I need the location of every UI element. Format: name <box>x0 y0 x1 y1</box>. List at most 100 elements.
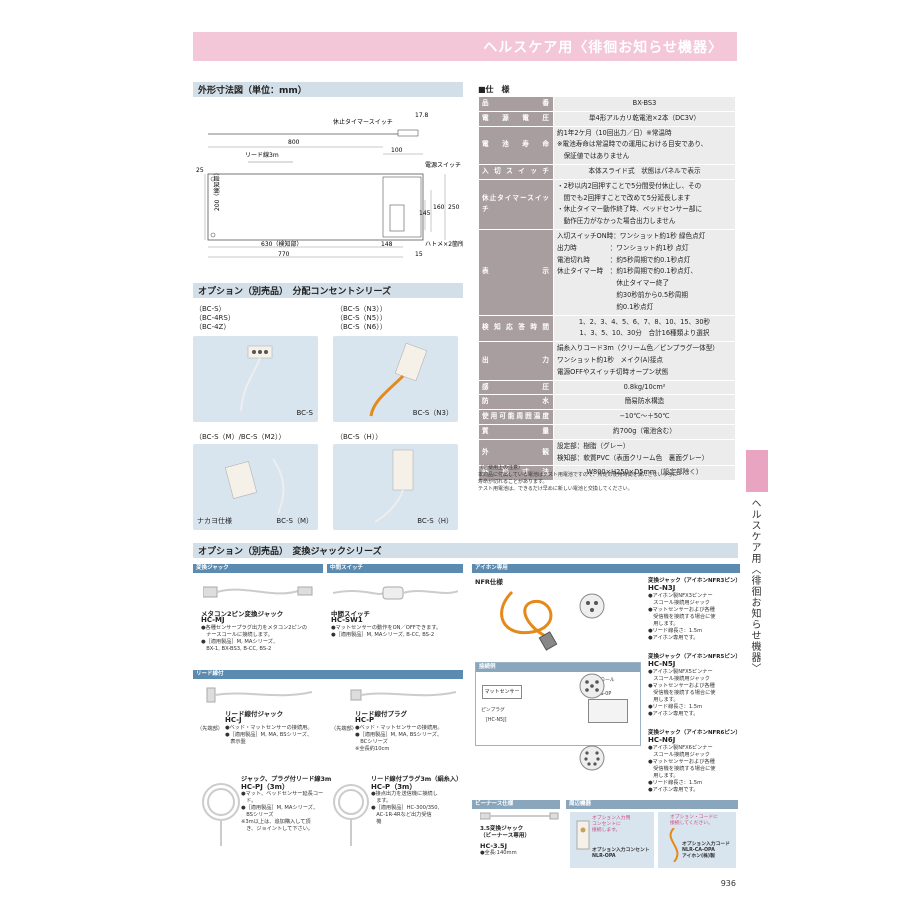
bc-s-tag: BC-S <box>296 409 313 417</box>
nfr-label: NFR仕様 <box>475 578 503 586</box>
p-code: HC-P <box>355 716 375 724</box>
dim-145: 145 <box>419 210 431 217</box>
drawing-section-title: 外形寸法図（単位：mm） <box>193 82 463 97</box>
chukan-header: 中間スイッチ <box>327 564 463 573</box>
spec-value: −10℃〜＋50℃ <box>553 409 736 425</box>
sw-name: 中間スイッチ <box>331 610 370 618</box>
vinurse-header: ビーナース仕様 <box>472 800 560 809</box>
nakayo-tag: ナカヨ仕様 <box>197 517 232 525</box>
spec-key: 入切スイッチ <box>478 163 554 180</box>
pj-desc: ●マット、ベッドセンサー延長コー ド。 ●［適用製品］M, MAシリーズ、 BS… <box>241 791 324 832</box>
opa-photo: オプション入力用 コンセントに 接続します。 オプション入力コンセント NLR-… <box>570 812 654 868</box>
connect-hcn5j: [HC-N5J] <box>486 718 507 723</box>
outlet-illustration <box>240 345 273 412</box>
vinurse-block: ビーナース仕様 3.5変換ジャック （ビーナース専用） HC-3.5J ●全長:… <box>472 800 562 870</box>
mj-code: HC-MJ <box>201 616 225 624</box>
spec-value: 入切スイッチON時：ワンショット約1秒 緑色点灯 出力時 ：ワンショット約1秒 … <box>553 228 736 316</box>
spec-key: 出力 <box>478 341 554 381</box>
dim-15: 15 <box>415 251 423 258</box>
spec-key: 品番 <box>478 96 554 112</box>
periph-block: 周辺機器 オプション入力用 コンセントに 接続します。 オプション入力コンセント… <box>566 800 740 870</box>
pj-name: ジャック、プラグ付リード線3m <box>241 776 332 783</box>
option2-section-title: オプション（別売品） 変換ジャックシリーズ <box>193 543 738 558</box>
mj-photo <box>203 586 313 598</box>
j-desc: ●ベッド・マットセンサーの接続用。 ●［適用製品］M, MA, BSシリーズ、 … <box>225 725 313 745</box>
n3-code: HC-N3J <box>648 584 676 592</box>
bc-s-m-codes: （BC-S（M）/BC-S（M2）） <box>195 433 286 441</box>
spec-key: 表示 <box>478 228 554 316</box>
spec-row: 表示入切スイッチON時：ワンショット約1秒 緑色点灯 出力時 ：ワンショット約1… <box>478 228 736 316</box>
n5-code: HC-N5J <box>648 660 676 668</box>
opa-name: オプション入力コンセント NLR-OPA <box>592 848 650 859</box>
bc-sn-codes: （BC-S（N3）） （BC-S（N5）） （BC-S（N6）） <box>336 305 387 331</box>
mat-box: マットセンサー <box>482 685 522 699</box>
spec-value: ・2秒以内2回押すことで5分間受付休止し、その 間でも2回押すことで改めて5分延… <box>553 178 736 230</box>
spec-row: 外観設定部：樹脂（グレー） 検知部：軟質PVC（表面クリーム色 裏面グレー） <box>478 438 736 467</box>
n6-desc: ●アイホン製NFX6ピンナー スコール接続用ジャック ●マットセンサーおよび各種… <box>648 745 716 793</box>
spec-note: 本商品に付属している電池はテスト用電池ですので、所定の使用時間を満たさないうちに <box>478 472 678 478</box>
dim-17-8: 17.8 <box>415 112 429 119</box>
j-photo <box>206 687 313 703</box>
spec-value: 本体スライド式 状態はパネルで表示 <box>553 163 736 180</box>
bc-s-n3-photo: BC-S（N3） <box>333 336 458 422</box>
dim-800: 800 <box>288 139 300 146</box>
spec-key: 防水 <box>478 394 554 411</box>
outlet-plate-icon <box>576 820 590 850</box>
n6-title: 変換ジャック（アイホンNFR6ピン） <box>648 730 741 736</box>
bc-s-h-tag: BC-S（H） <box>417 517 453 525</box>
spec-note: テスト用電池は、できるだけ早めに新しい電池と交換してください。 <box>478 486 633 492</box>
bc-s-n3-tag: BC-S（N3） <box>412 409 453 417</box>
lead-header: リード線付 <box>193 670 463 679</box>
pj-code: HC-PJ（3m） <box>241 783 289 791</box>
spec-row: 使用可能周囲温度−10℃〜＋50℃ <box>478 409 736 425</box>
spec-key: 質量 <box>478 423 554 440</box>
bc-s-h-photo: BC-S（H） <box>333 444 458 530</box>
j-code: HC-J <box>225 716 242 724</box>
spec-value: 絹糸入りコード3m（クリーム色／ピンプラグ一体型） ワンショット約1秒 メイク(… <box>553 341 736 381</box>
sw-code: HC-SW1 <box>331 616 363 624</box>
p3-photo <box>333 784 369 846</box>
spec-key: 検知応答時間 <box>478 314 554 343</box>
ca-name: オプション入力コード NLR-CA-OPA アイホン(株)製 <box>682 842 730 859</box>
nfr-cable-photo <box>500 590 558 651</box>
bc-s-m-photo: ナカヨ仕様 BC-S（M） <box>193 444 318 530</box>
spec-key: 休止タイマースイッチ <box>478 178 554 230</box>
ca-cord-icon <box>669 828 679 862</box>
spec-value: 簡易防水構造 <box>553 394 736 411</box>
spec-key: 使用可能周囲温度 <box>478 409 554 425</box>
henkan-block: 変換ジャック 中間スイッチ メタコン2ピン変換ジャック HC-MJ ●各種センサ… <box>193 564 463 666</box>
spec-value: W800×H250×D5mm（設定部除く） <box>553 465 736 482</box>
outlet-h-illustration <box>374 449 414 523</box>
sidebar-tab <box>746 450 768 492</box>
p-photo <box>350 689 457 701</box>
dim-lead-label: リード線3m <box>245 151 279 159</box>
sidebar-vertical-text: ヘルスケア用〈徘徊お知らせ機器〉 <box>749 498 760 674</box>
ca-note: オプション・コードに 接続してください。 <box>670 815 718 826</box>
n5-connector-icon <box>579 673 605 699</box>
spec-value: 単4形アルカリ乾電池×2本（DC3V） <box>553 110 736 127</box>
ca-photo: オプション・コードに 接続してください。 オプション入力コード NLR-CA-O… <box>658 812 736 868</box>
p-desc: ●ベッド・マットセンサーの接続用。 ●［適用製品］M, MA, BSシリーズ、 … <box>355 725 443 752</box>
p3-code: HC-P（3m） <box>371 783 417 791</box>
spec-row: 電源電圧単4形アルカリ乾電池×2本（DC3V） <box>478 110 736 127</box>
spec-value: 約1年2ケ月（10回出力／日）※常温時 ※電池寿命は常温時での運用における目安で… <box>553 125 736 165</box>
option2-title: オプション（別売品） 変換ジャックシリーズ <box>198 547 382 557</box>
dim-hatome: ハトメ×2箇所 <box>425 240 463 248</box>
spec-key: 電源電圧 <box>478 110 554 127</box>
spec-value: 設定部：樹脂（グレー） 検知部：軟質PVC（表面クリーム色 裏面グレー） <box>553 438 736 467</box>
p3-name: リード線付プラグ3m（絹糸入） <box>371 776 463 783</box>
dim-160: 160 <box>433 204 445 211</box>
dim-power-label: 電源スイッチ <box>425 161 461 169</box>
spec-notes: （ご使用上の注意） 本商品に付属している電池はテスト用電池ですので、所定の使用時… <box>478 465 743 493</box>
n3-connector-icon <box>579 593 605 619</box>
dim-630: 630（検知部） <box>261 240 302 248</box>
periph-header: 周辺機器 <box>566 800 738 809</box>
p3-desc: ●接点出力を送信機に接続し ます。 ●［適用製品］HC-300/350, AC-… <box>371 791 440 825</box>
spec-value: 1、2、3、4、5、6、7、8、10、15、30秒 1、3、5、10、30分 合… <box>553 314 736 343</box>
outlet-m-illustration <box>224 458 285 515</box>
page-header: ヘルスケア用〈徘徊お知らせ機器〉 <box>193 32 737 61</box>
aiphone-block: アイホン専用 NFR仕様 変換ジャック（アイホンNFR3ピン） HC-N3J ●… <box>472 564 741 796</box>
bc-s-codes: （BC-S） （BC-4RS） （BC-4Z） <box>195 305 235 331</box>
